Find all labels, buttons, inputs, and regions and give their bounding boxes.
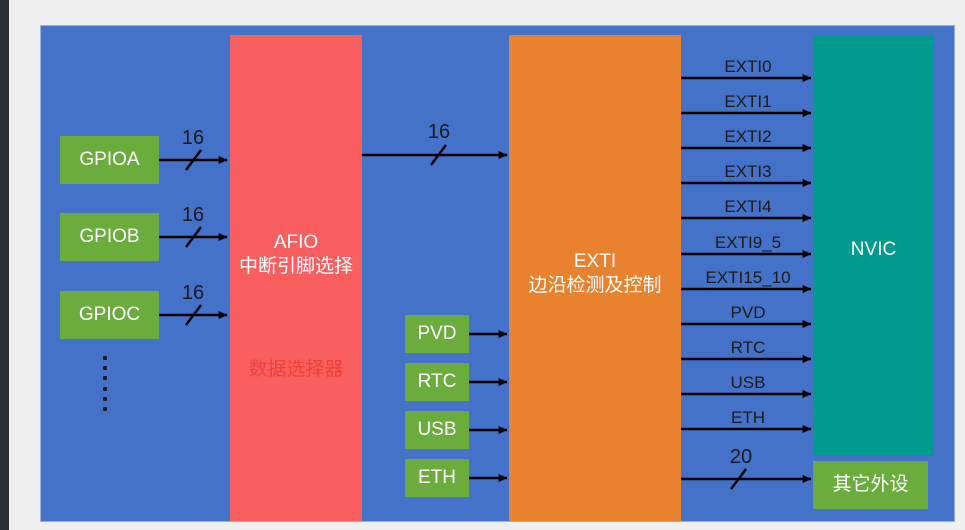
page-background: GPIOA GPIOB GPIOC AFIO 中断引脚选择 数据选择器 <box>9 0 965 530</box>
block-usb-src[interactable]: USB <box>405 411 469 449</box>
exti-title: EXTI <box>573 251 617 272</box>
block-rtc-src[interactable]: RTC <box>405 363 469 401</box>
signal-label-eth: ETH <box>731 408 765 427</box>
block-afio[interactable]: AFIO 中断引脚选择 数据选择器 <box>230 35 362 521</box>
signal-label-exti1: EXTI1 <box>724 92 771 111</box>
block-gpioc-label: GPIOC <box>78 304 141 326</box>
signal-label-exti9_5: EXTI9_5 <box>715 233 781 252</box>
block-usb-src-label: USB <box>417 419 457 441</box>
bus-label-gpiob: 16 <box>182 204 204 226</box>
signal-label-rtc: RTC <box>731 338 766 357</box>
block-gpioa-label: GPIOA <box>79 149 140 171</box>
wire-layer: 16 16 16 16 <box>159 57 812 490</box>
block-gpiob[interactable]: GPIOB <box>60 213 159 261</box>
wire-gpioa-to-afio: 16 <box>159 127 228 171</box>
signal-label-exti0: EXTI0 <box>724 57 771 76</box>
wire-afio-to-exti: 16 <box>362 121 508 166</box>
signal-label-exti2: EXTI2 <box>724 127 771 146</box>
block-gpioc[interactable]: GPIOC <box>60 291 159 339</box>
afio-note: 数据选择器 <box>248 359 344 380</box>
signal-label-usb: USB <box>731 373 766 392</box>
afio-title: AFIO <box>273 232 319 253</box>
signal-label-exti3: EXTI3 <box>724 162 771 181</box>
wire-exti-to-other: 20 <box>681 446 812 490</box>
bus-label-afio-exti: 16 <box>428 121 450 143</box>
diagram-canvas: GPIOA GPIOB GPIOC AFIO 中断引脚选择 数据选择器 <box>40 25 955 522</box>
block-nvic[interactable]: NVIC <box>813 35 934 456</box>
signal-label-exti4: EXTI4 <box>724 197 771 216</box>
block-pvd-src-label: PVD <box>417 323 457 345</box>
wire-group-exti-outputs: EXTI0EXTI1EXTI2EXTI3EXTI4EXTI9_5EXTI15_1… <box>681 57 812 433</box>
block-pvd-src[interactable]: PVD <box>405 315 469 353</box>
block-gpiob-label: GPIOB <box>79 226 140 248</box>
block-exti[interactable]: EXTI 边沿检测及控制 <box>509 35 681 521</box>
block-rtc-src-label: RTC <box>417 371 457 393</box>
afio-subtitle: 中断引脚选择 <box>238 255 353 277</box>
block-other-peripherals[interactable]: 其它外设 <box>813 461 928 509</box>
gpio-ellipsis <box>102 356 108 411</box>
signal-label-pvd: PVD <box>731 303 766 322</box>
exti-heading: EXTI 边沿检测及控制 <box>509 250 681 298</box>
wire-gpiob-to-afio: 16 <box>159 204 228 248</box>
block-eth-src-label: ETH <box>418 467 456 489</box>
bus-label-other: 20 <box>730 446 752 468</box>
bus-label-gpioc: 16 <box>182 282 204 304</box>
bus-label-gpioa: 16 <box>182 127 204 149</box>
wire-gpioc-to-afio: 16 <box>159 282 228 326</box>
block-eth-src[interactable]: ETH <box>405 459 469 497</box>
signal-label-exti15_10: EXTI15_10 <box>705 268 790 287</box>
block-other-peripherals-label: 其它外设 <box>832 474 909 496</box>
block-gpioa[interactable]: GPIOA <box>60 136 159 184</box>
nvic-label: NVIC <box>850 239 897 260</box>
afio-heading: AFIO 中断引脚选择 <box>230 231 362 279</box>
exti-subtitle: 边沿检测及控制 <box>528 274 662 296</box>
